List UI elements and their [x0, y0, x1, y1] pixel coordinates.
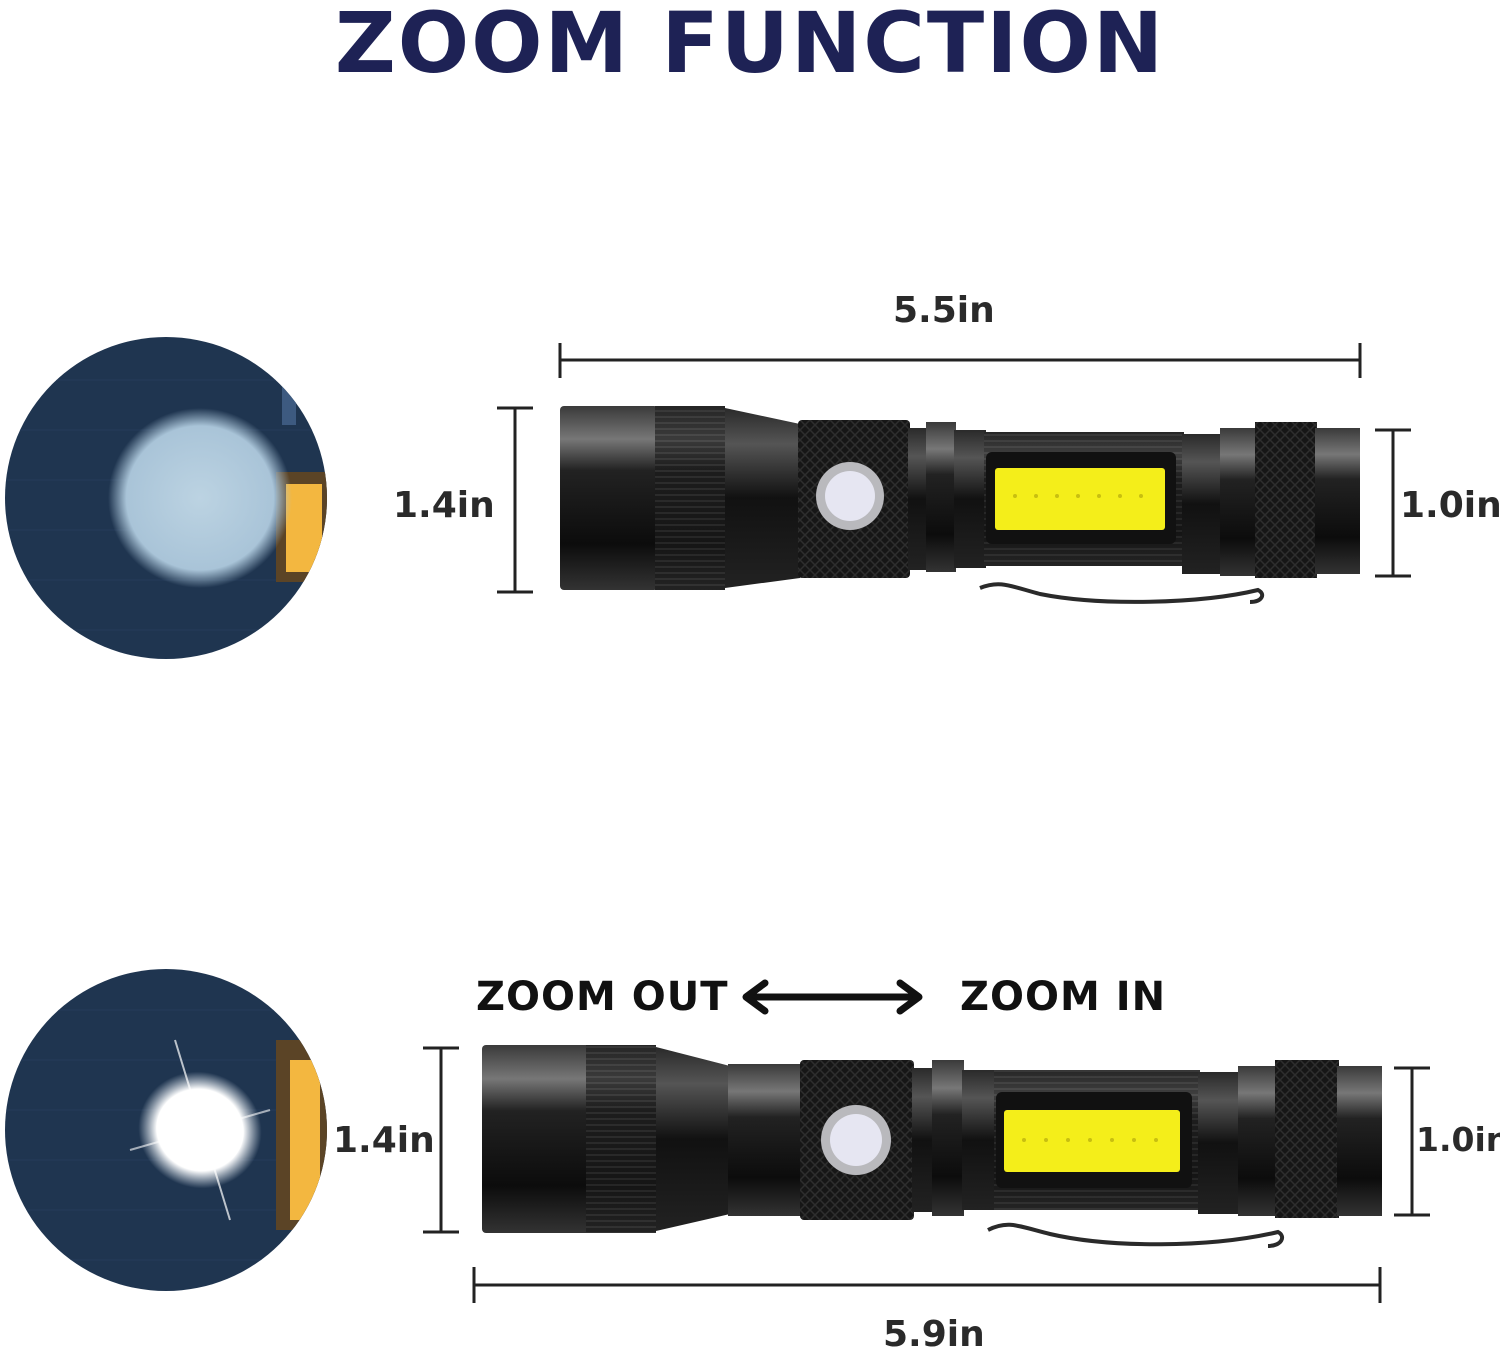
top-tail-diameter-label: 1.0in — [1400, 485, 1500, 526]
wide-beam-photo — [5, 337, 327, 659]
top-length-label: 5.5in — [893, 290, 995, 331]
top-head-dimension — [497, 406, 533, 594]
bottom-tail-diameter-label: 1.0in — [1416, 1120, 1500, 1159]
pocket-clip — [979, 582, 1265, 604]
pocket-clip-bottom — [987, 1222, 1285, 1248]
bottom-length-label: 5.9in — [883, 1314, 985, 1355]
top-length-dimension — [558, 343, 1362, 378]
bottom-flashlight — [482, 1045, 1382, 1248]
double-arrow-icon — [742, 979, 923, 1015]
zoom-out-label: ZOOM OUT — [476, 974, 729, 1020]
zoom-in-label: ZOOM IN — [960, 974, 1167, 1020]
top-head-diameter-label: 1.4in — [393, 485, 495, 526]
narrow-beam-photo — [5, 969, 327, 1291]
page-title: ZOOM FUNCTION — [334, 0, 1166, 92]
bottom-head-diameter-label: 1.4in — [333, 1120, 435, 1161]
bottom-tail-dimension — [1394, 1066, 1430, 1217]
cob-led — [995, 468, 1165, 530]
top-tail-dimension — [1375, 428, 1411, 578]
top-flashlight — [560, 406, 1360, 604]
cob-led-bottom — [1004, 1110, 1180, 1172]
bottom-head-dimension — [423, 1046, 459, 1234]
bottom-length-dimension — [472, 1267, 1382, 1303]
